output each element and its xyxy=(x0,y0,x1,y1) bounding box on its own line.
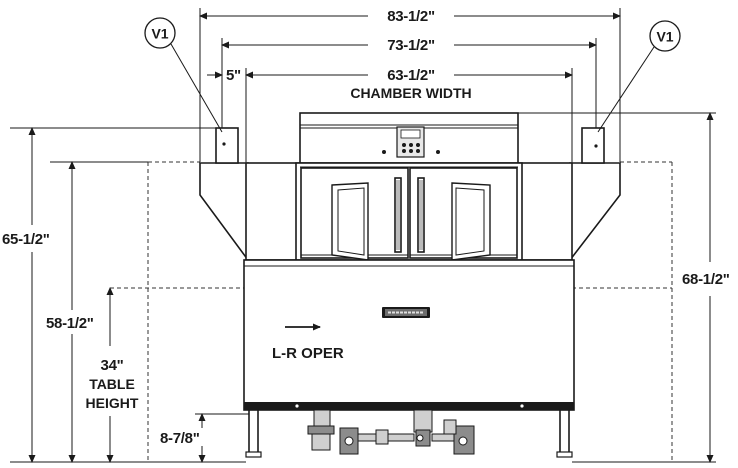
dim-overall-height-left-text: 65-1/2" xyxy=(2,231,50,248)
vent-callout-right: V1 xyxy=(597,20,681,133)
vent-callout-left: V1 xyxy=(144,17,223,133)
dim-overall-width-text: 83-1/2" xyxy=(387,8,435,25)
plumbing xyxy=(307,409,475,455)
door-right xyxy=(409,167,518,261)
machine-body xyxy=(199,112,621,458)
table-height-label-1: TABLE xyxy=(89,376,135,392)
dim-conveyor-height-text: 58-1/2" xyxy=(46,315,94,332)
dim-overall-width: 83-1/2" xyxy=(199,8,621,162)
vent-label-right: V1 xyxy=(656,29,673,45)
dim-leg-clearance-text: 8-7/8" xyxy=(160,430,200,447)
vent-stack-right xyxy=(581,127,605,164)
dim-overall-height-left: 65-1/2" xyxy=(2,127,246,463)
dim-chamber-width: 63-1/2" CHAMBER WIDTH xyxy=(245,67,573,162)
leg-left xyxy=(248,409,259,455)
dim-table-height: 34" TABLE HEIGHT xyxy=(86,287,139,463)
dim-mid-width-text: 73-1/2" xyxy=(387,37,435,54)
leg-right xyxy=(559,409,570,455)
brand-plate xyxy=(382,307,430,318)
lower-cabinet xyxy=(243,259,575,411)
table-height-label-2: HEIGHT xyxy=(86,395,139,411)
dim-table-height-text: 34" xyxy=(101,357,124,374)
control-panel xyxy=(396,126,425,158)
dim-chamber-width-text: 63-1/2" xyxy=(387,67,435,84)
door-left xyxy=(300,167,409,261)
dim-offset: 5" xyxy=(207,67,248,84)
table-outline xyxy=(110,161,673,462)
dim-overall-height-right-text: 68-1/2" xyxy=(682,271,730,288)
operation-label: L-R OPER xyxy=(272,345,344,362)
chamber-width-label: CHAMBER WIDTH xyxy=(350,85,471,101)
dim-overall-height-right: 68-1/2" xyxy=(518,112,730,463)
dim-offset-text: 5" xyxy=(226,67,241,84)
dim-leg-clearance: 8-7/8" xyxy=(160,413,249,463)
vent-label-left: V1 xyxy=(151,26,168,42)
dim-conveyor-height: 58-1/2" xyxy=(46,161,148,463)
dim-mid-width: 73-1/2" xyxy=(221,37,597,128)
vent-stack-left xyxy=(215,127,239,164)
